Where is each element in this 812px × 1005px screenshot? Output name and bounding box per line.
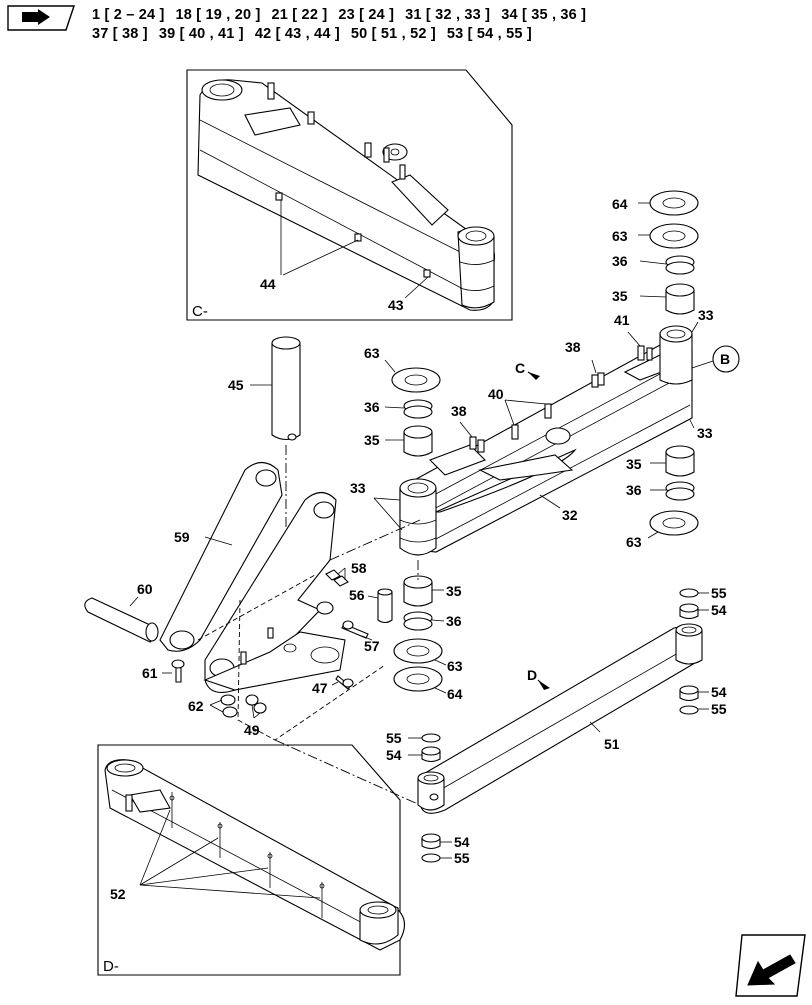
pin-60: 60 <box>84 581 159 643</box>
callout-35-d: 35 <box>446 583 462 599</box>
callout-64-b: 64 <box>447 686 463 702</box>
left-bushing-stack: 55 54 54 55 <box>386 730 470 866</box>
ref-31: 31 [ 32 , 33 ] <box>405 7 491 23</box>
ref-23: 23 [ 24 ] <box>338 7 395 23</box>
callout-40: 40 <box>488 386 504 402</box>
ref-50: 50 [ 51 , 52 ] <box>350 26 436 42</box>
ref-34: 34 [ 35 , 36 ] <box>501 7 587 23</box>
callout-35-c: 35 <box>626 456 642 472</box>
panel-d-label: D- <box>103 958 119 975</box>
callout-63-a: 63 <box>612 228 628 244</box>
callout-55-c: 55 <box>386 730 402 746</box>
view-d-letter: D <box>527 667 537 683</box>
callout-60: 60 <box>137 581 153 597</box>
callout-64-a: 64 <box>612 196 628 212</box>
callout-58: 58 <box>351 560 367 576</box>
callout-38-b: 38 <box>451 403 467 419</box>
bracket-59: 59 <box>159 461 421 806</box>
callout-45: 45 <box>228 377 244 393</box>
right-bushing-stack: 55 54 54 55 <box>679 585 727 717</box>
callout-55-b: 55 <box>711 701 727 717</box>
callout-49: 49 <box>244 722 260 738</box>
view-marker-c: C <box>515 360 540 380</box>
ref-21: 21 [ 22 ] <box>271 7 328 23</box>
callout-35-b: 35 <box>364 432 380 448</box>
view-marker-d: D <box>527 667 550 690</box>
left-upper-stack: 63 36 35 <box>364 345 441 457</box>
right-upper-stack: 64 63 36 35 <box>612 190 699 315</box>
ref-42: 42 [ 43 , 44 ] <box>254 26 340 42</box>
callout-47: 47 <box>312 680 328 696</box>
callout-33-b: 33 <box>697 425 713 441</box>
callout-32: 32 <box>562 507 578 523</box>
main-beam: 38 41 33 40 38 33 33 32 <box>350 307 714 556</box>
callout-52: 52 <box>110 886 126 902</box>
right-lower-stack: 35 36 63 <box>626 445 699 550</box>
callout-63-d: 63 <box>447 658 463 674</box>
part-reference-header: 1 [ 2 – 24 ] 18 [ 19 , 20 ] 21 [ 22 ] 23 [ … <box>92 6 792 44</box>
detail-panel-c: 44 43 C- <box>186 69 513 321</box>
left-lower-stack: 35 36 63 64 <box>393 560 463 702</box>
callout-54-a: 54 <box>711 602 727 618</box>
fasteners: 58 56 57 47 61 62 49 <box>142 560 393 738</box>
callout-56: 56 <box>349 587 365 603</box>
ref-37: 37 [ 38 ] <box>92 26 148 42</box>
callout-63-c: 63 <box>626 534 642 550</box>
callout-61: 61 <box>142 665 158 681</box>
header-row-1: 1 [ 2 – 24 ] 18 [ 19 , 20 ] 21 [ 22 ] 23 [ … <box>92 6 792 25</box>
panel-c-label: C- <box>192 303 208 320</box>
detail-panel-d: 52 D- <box>97 744 406 976</box>
callout-54-c: 54 <box>386 747 402 763</box>
view-c-letter: C <box>515 360 525 376</box>
callout-59: 59 <box>174 529 190 545</box>
callout-36-a: 36 <box>612 253 628 269</box>
ref-18: 18 [ 19 , 20 ] <box>175 7 261 23</box>
callout-36-b: 36 <box>364 399 380 415</box>
callout-55-d: 55 <box>454 850 470 866</box>
book-forward-icon[interactable] <box>7 5 75 31</box>
ref-39: 39 [ 40 , 41 ] <box>158 26 244 42</box>
callout-54-b: 54 <box>711 684 727 700</box>
callout-54-d: 54 <box>454 834 470 850</box>
callout-51: 51 <box>604 736 620 752</box>
ref-53: 53 [ 54 , 55 ] <box>446 26 532 42</box>
callout-57: 57 <box>364 638 380 654</box>
lower-link-51: 51 <box>417 623 703 814</box>
callout-35-a: 35 <box>612 288 628 304</box>
callout-43: 43 <box>388 297 404 313</box>
callout-41: 41 <box>614 312 630 328</box>
ref-1: 1 [ 2 – 24 ] <box>92 7 165 23</box>
callout-36-c: 36 <box>626 482 642 498</box>
callout-55-a: 55 <box>711 585 727 601</box>
header-row-2: 37 [ 38 ] 39 [ 40 , 41 ] 42 [ 43 , 44 ] 50 … <box>92 25 792 44</box>
callout-38-a: 38 <box>565 339 581 355</box>
callout-36-d: 36 <box>446 613 462 629</box>
callout-33-c: 33 <box>350 480 366 496</box>
view-b-letter: B <box>720 351 730 367</box>
return-arrow-icon[interactable] <box>735 934 806 997</box>
callout-44: 44 <box>260 276 276 292</box>
callout-33-a: 33 <box>698 307 714 323</box>
view-marker-b: B <box>691 345 740 373</box>
callout-62: 62 <box>188 698 204 714</box>
pin-45: 45 <box>228 336 301 560</box>
callout-63-b: 63 <box>364 345 380 361</box>
